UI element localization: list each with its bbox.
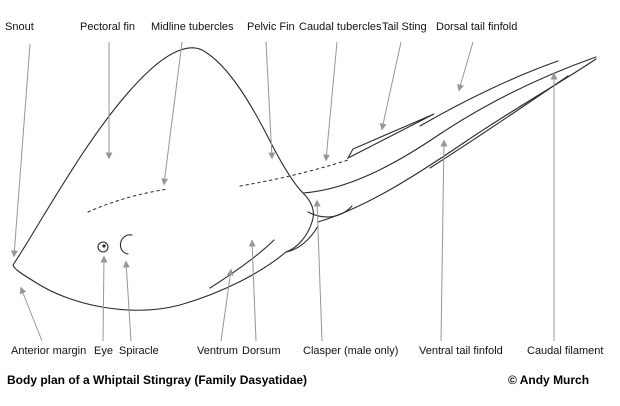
label-pectoral-fin: Pectoral fin bbox=[80, 21, 136, 33]
stingray-body-outline bbox=[12, 47, 597, 311]
label-spiracle: Spiracle bbox=[119, 345, 159, 357]
arrow-clasper bbox=[313, 199, 323, 342]
eye-pupil bbox=[102, 244, 106, 248]
pelvic-fin-line bbox=[285, 225, 319, 253]
label-dorsum: Dorsum bbox=[242, 345, 281, 357]
label-tail-sting: Tail Sting bbox=[382, 21, 427, 33]
label-dorsal-tail-finfold: Dorsal tail finfold bbox=[436, 21, 518, 33]
diagram-caption: Body plan of a Whiptail Stingray (Family… bbox=[7, 373, 308, 387]
arrow-tail-sting bbox=[379, 41, 402, 131]
tail-sting-shape bbox=[346, 113, 435, 160]
label-arrows bbox=[10, 41, 558, 342]
arrow-spiracle bbox=[122, 260, 132, 342]
arrow-caudal-tubercles bbox=[323, 41, 338, 162]
label-clasper: Clasper (male only) bbox=[303, 345, 399, 357]
label-midline-tubercles: Midline tubercles bbox=[151, 21, 234, 33]
label-caudal-filament: Caudal filament bbox=[527, 345, 604, 357]
label-ventral-tail-finfold: Ventral tail finfold bbox=[419, 345, 503, 357]
ventral-curl-line bbox=[209, 239, 275, 289]
label-pelvic-fin: Pelvic Fin bbox=[247, 21, 295, 33]
caudal-tubercles-dashes bbox=[239, 159, 349, 187]
spiracle-shape bbox=[120, 234, 133, 255]
label-anterior-margin: Anterior margin bbox=[11, 345, 87, 357]
label-eye: Eye bbox=[94, 345, 113, 357]
ventral-finfold-line bbox=[429, 75, 569, 169]
arrow-dorsum bbox=[248, 239, 257, 342]
arrow-snout bbox=[10, 43, 31, 258]
label-ventrum: Ventrum bbox=[197, 345, 238, 357]
arrow-ventrum bbox=[220, 268, 234, 342]
credit: © Andy Murch bbox=[508, 373, 590, 387]
midline-tubercles-dashes bbox=[87, 188, 169, 213]
dorsal-finfold-line bbox=[419, 60, 559, 127]
clasper-line bbox=[307, 205, 353, 218]
arrow-pelvic-fin bbox=[265, 41, 276, 160]
arrow-midline-tubercles bbox=[161, 41, 183, 186]
eye-shape bbox=[97, 241, 109, 253]
label-snout: Snout bbox=[5, 21, 34, 33]
arrow-eye bbox=[100, 255, 108, 342]
arrow-anterior-margin bbox=[19, 286, 43, 342]
label-caudal-tubercles: Caudal tubercles bbox=[299, 21, 382, 33]
arrow-ventral-tail-finfold bbox=[440, 139, 448, 342]
tail-upper-line bbox=[302, 56, 597, 194]
arrow-dorsal-tail-finfold bbox=[457, 41, 474, 92]
